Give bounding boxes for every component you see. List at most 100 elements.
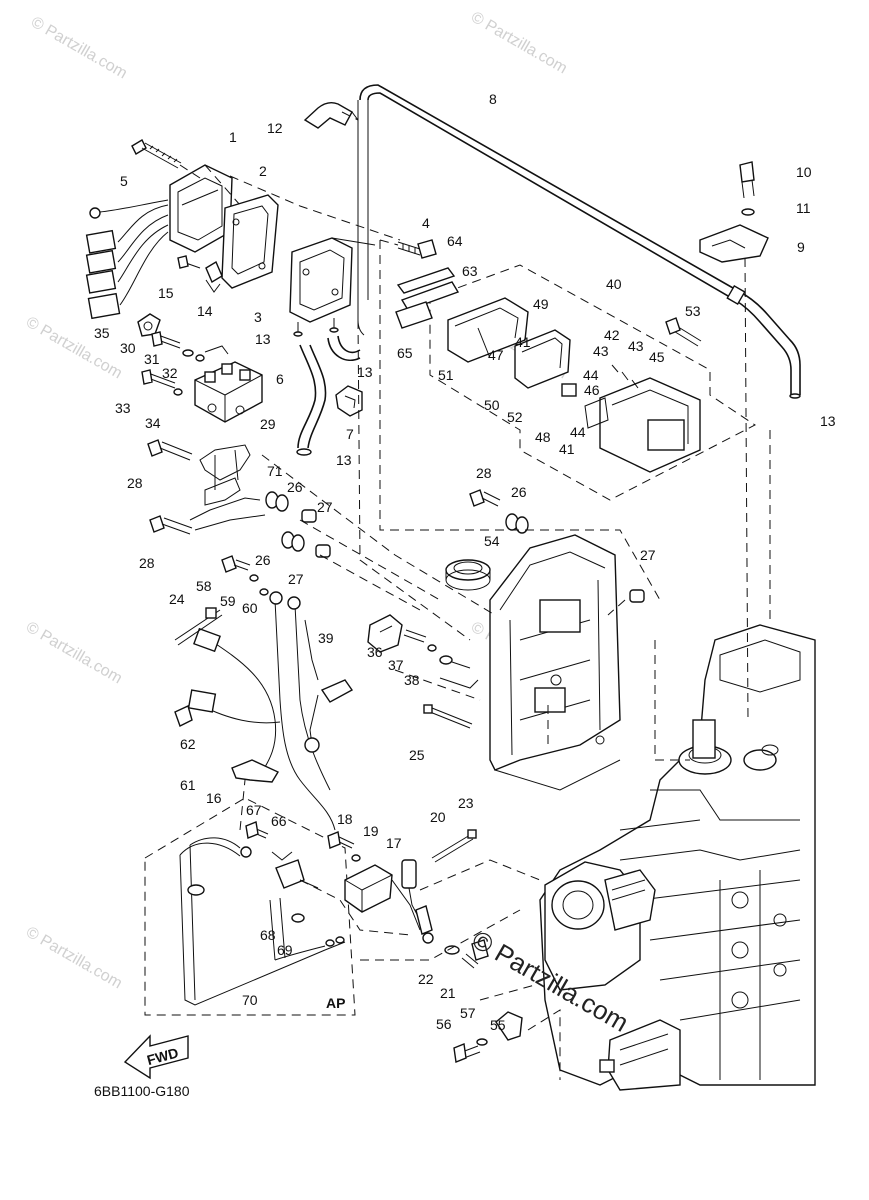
part-label: 13 xyxy=(336,452,352,468)
part-label: 54 xyxy=(484,533,500,549)
hose-6 xyxy=(296,335,361,456)
part-label: 59 xyxy=(220,593,236,609)
part-label: 67 xyxy=(246,802,262,818)
part-17-relay xyxy=(327,829,477,944)
part-label: 20 xyxy=(430,809,446,825)
part-label: 7 xyxy=(346,426,354,442)
part-label: 26 xyxy=(511,484,527,500)
part-label: 58 xyxy=(196,578,212,594)
part-label: 12 xyxy=(267,120,283,136)
parts-58-60 xyxy=(221,555,269,596)
watermark: © Partzilla.com xyxy=(23,314,125,383)
part-label: 33 xyxy=(115,400,131,416)
part-label: 17 xyxy=(386,835,402,851)
watermark: © Partzilla.com xyxy=(23,924,125,993)
part-label: 41 xyxy=(515,334,531,350)
part-label: 50 xyxy=(484,397,500,413)
cdi-box-40 xyxy=(429,264,756,501)
part-label: 63 xyxy=(462,263,478,279)
part-label: 68 xyxy=(260,927,276,943)
part-25-tie xyxy=(423,704,473,729)
part-label: 61 xyxy=(180,777,196,793)
part-label: 26 xyxy=(255,552,271,568)
part-label: 38 xyxy=(404,672,420,688)
part-label: 44 xyxy=(570,424,586,440)
bolt-4 xyxy=(379,239,437,259)
part-label: 55 xyxy=(490,1017,506,1033)
part-label: 39 xyxy=(318,630,334,646)
part-label: 24 xyxy=(169,591,185,607)
part-label: 71 xyxy=(267,463,283,479)
part-label: 52 xyxy=(507,409,523,425)
part-label: 49 xyxy=(533,296,549,312)
part-label: 27 xyxy=(317,499,333,515)
part-label: 51 xyxy=(438,367,454,383)
part-label: 37 xyxy=(388,657,404,673)
part-label: 42 xyxy=(604,327,620,343)
part-label: 6 xyxy=(276,371,284,387)
part-label: 60 xyxy=(242,600,258,616)
part-29-block xyxy=(194,361,263,423)
part-label: 43 xyxy=(593,343,609,359)
part-54-grommet xyxy=(445,559,491,591)
part-label: 1 xyxy=(229,129,237,145)
part-3-bracket xyxy=(289,237,376,337)
part-9-11 xyxy=(699,161,769,263)
part-label: 4 xyxy=(422,215,430,231)
part-label: 66 xyxy=(271,813,287,829)
clip-7 xyxy=(335,385,363,417)
part-label: 13 xyxy=(357,364,373,380)
part-label: 25 xyxy=(409,747,425,763)
part-labels: 1 2 3 4 5 6 7 8 9 10 11 12 13 13 13 13 1… xyxy=(94,91,836,1033)
part-label: 32 xyxy=(162,365,178,381)
fwd-label: FWD xyxy=(145,1044,180,1068)
part-label: 69 xyxy=(277,942,293,958)
part-label: 53 xyxy=(685,303,701,319)
watermark: © Partzilla.com xyxy=(28,14,130,83)
part-label: 14 xyxy=(197,303,213,319)
parts-36-39 xyxy=(367,614,479,689)
part-label: 47 xyxy=(488,347,504,363)
part-label: 22 xyxy=(418,971,434,987)
parts-55-57 xyxy=(453,1011,523,1063)
part-label: 57 xyxy=(460,1005,476,1021)
fasteners-30-35 xyxy=(137,313,229,396)
part-label: 44 xyxy=(583,367,599,383)
part-label: 26 xyxy=(287,479,303,495)
grommets-26 xyxy=(265,491,529,552)
fwd-arrow: FWD xyxy=(123,1034,189,1080)
part-label: 28 xyxy=(476,465,492,481)
part-label: 13 xyxy=(820,413,836,429)
harness-61 xyxy=(174,591,354,831)
screws-28 xyxy=(147,439,501,535)
part-label: 19 xyxy=(363,823,379,839)
part-label: 41 xyxy=(559,441,575,457)
part-label: 56 xyxy=(436,1016,452,1032)
part-label: 31 xyxy=(144,351,160,367)
part-label: 3 xyxy=(254,309,262,325)
ap-section xyxy=(144,797,356,1016)
part-label: 28 xyxy=(139,555,155,571)
part-label: 13 xyxy=(255,331,271,347)
watermark: © Partzilla.com xyxy=(468,9,570,78)
part-label: 34 xyxy=(145,415,161,431)
part-label: 9 xyxy=(797,239,805,255)
part-label: 64 xyxy=(447,233,463,249)
part-1-rectifier xyxy=(85,164,241,320)
clip-12 xyxy=(303,101,359,129)
part-label: 65 xyxy=(397,345,413,361)
part-label: 5 xyxy=(120,173,128,189)
part-label: 21 xyxy=(440,985,456,1001)
part-label: 10 xyxy=(796,164,812,180)
part-label: 18 xyxy=(337,811,353,827)
part-label: 48 xyxy=(535,429,551,445)
collars-27 xyxy=(301,509,645,603)
part-label: 30 xyxy=(120,340,136,356)
part-label: 35 xyxy=(94,325,110,341)
bolt-5 xyxy=(131,139,201,179)
part-label: 46 xyxy=(584,382,600,398)
part-14-15 xyxy=(177,255,223,293)
part-label: 62 xyxy=(180,736,196,752)
part-label: 11 xyxy=(796,200,811,216)
parts-21-22 xyxy=(444,939,489,969)
